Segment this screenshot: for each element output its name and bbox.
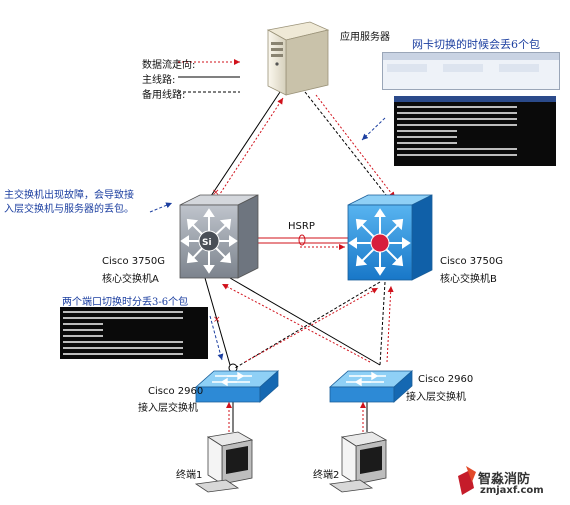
link-server-core-b	[304, 91, 391, 201]
legend-main-path: 主线路:	[142, 75, 176, 86]
flow-server-core-b	[315, 94, 396, 199]
nic-switch-note: 网卡切换的时候会丢6个包	[412, 38, 540, 51]
terminal-1-icon	[194, 431, 254, 493]
main-failure-note-line2: 入层交换机与服务器的丢包。	[4, 204, 134, 215]
link-server-core-a	[204, 91, 281, 206]
terminal-2-icon	[328, 431, 388, 493]
terminal-1-label: 终端1	[176, 470, 203, 481]
ping-output-thumbnail-top	[394, 96, 556, 166]
access-left-switch-icon	[194, 370, 280, 403]
watermark-name: 智淼消防	[478, 472, 531, 487]
access-left-name: 接入层交换机	[138, 403, 198, 414]
link-core-a-access-left	[204, 277, 231, 366]
nic-settings-thumbnail	[382, 52, 560, 90]
server-label: 应用服务器	[340, 32, 390, 43]
svg-text:Si: Si	[202, 238, 212, 248]
flow-access-left-core-b	[244, 287, 379, 363]
svg-text:×: ×	[213, 315, 221, 325]
svg-text:×: ×	[212, 188, 220, 198]
port-switch-note: 两个端口切换时分丢3-6个包	[62, 297, 189, 308]
core-b-switch-icon	[347, 194, 433, 281]
core-a-name: 核心交换机A	[102, 274, 159, 285]
ping-output-thumbnail-left	[60, 307, 208, 359]
flow-access-right-core-a	[221, 283, 371, 363]
terminal-2-label: 终端2	[313, 470, 340, 481]
access-right-model: Cisco 2960	[418, 374, 474, 385]
core-a-switch-icon: Si	[179, 194, 259, 279]
hsrp-label: HSRP	[288, 221, 315, 232]
main-failure-note-line1: 主交换机出现故障，会导致接	[4, 190, 134, 201]
legend-backup-path: 备用线路:	[142, 90, 186, 101]
legend-data-flow: 数据流走向:	[142, 60, 196, 71]
link-core-a-access-right	[229, 277, 381, 366]
access-left-model: Cisco 2960	[148, 386, 204, 397]
watermark-logo-icon	[458, 466, 476, 495]
server-icon	[266, 21, 330, 96]
access-right-name: 接入层交换机	[406, 392, 466, 403]
flow-access-right-core-b	[386, 285, 394, 363]
core-a-model: Cisco 3750G	[102, 256, 165, 267]
flow-core-a-server	[213, 97, 284, 204]
access-right-switch-icon	[328, 370, 414, 403]
core-b-model: Cisco 3750G	[440, 256, 503, 267]
link-core-b-access-right	[379, 281, 386, 366]
core-b-name: 核心交换机B	[440, 274, 497, 285]
watermark-url: zmjaxf.com	[480, 485, 544, 496]
